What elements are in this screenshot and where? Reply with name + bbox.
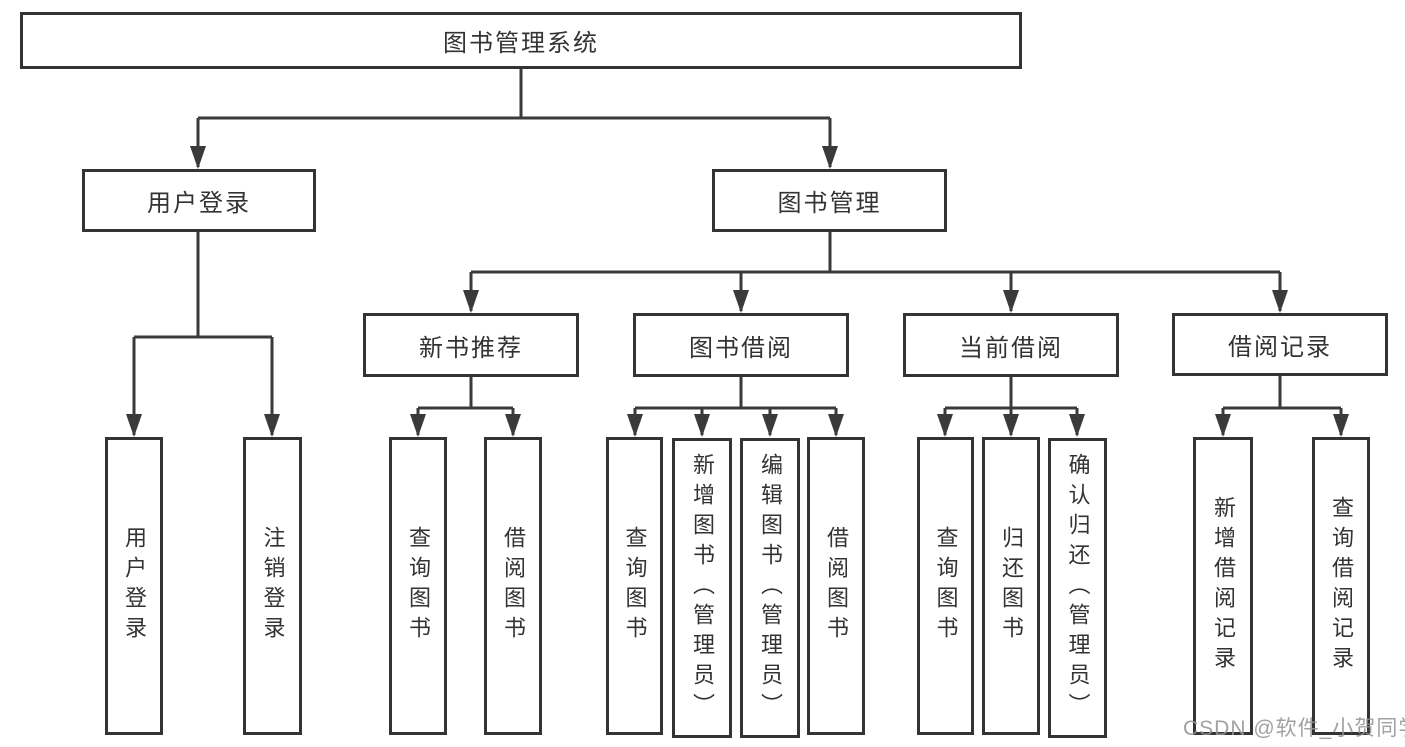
node-book-borrow: 图书借阅 — [633, 313, 849, 377]
leaf-borrow-edit-books-admin: 编辑图书（管理员） — [740, 438, 800, 738]
node-current-borrow: 当前借阅 — [903, 313, 1119, 377]
arrowheads — [126, 146, 1349, 437]
leaf-records-add-record: 新增借阅记录 — [1193, 437, 1253, 735]
leaf-logout: 注销登录 — [243, 437, 302, 735]
leaf-borrow-query-books: 查询图书 — [606, 437, 663, 735]
node-borrow-records: 借阅记录 — [1172, 313, 1388, 376]
node-book-management: 图书管理 — [712, 169, 947, 232]
leaf-borrow-borrow-books: 借阅图书 — [807, 437, 865, 735]
node-user-login: 用户登录 — [82, 169, 316, 232]
node-new-book-recommend: 新书推荐 — [363, 313, 579, 377]
csdn-watermark: CSDN @软件_小贺同学 — [1183, 717, 1405, 740]
leaf-current-query-books: 查询图书 — [917, 437, 974, 735]
tree-edges — [132, 68, 1343, 435]
leaf-current-return-books: 归还图书 — [982, 437, 1040, 735]
leaf-newrec-borrow-books: 借阅图书 — [484, 437, 542, 735]
leaf-current-confirm-return-admin: 确认归还（管理员） — [1048, 438, 1107, 738]
leaf-records-query-record: 查询借阅记录 — [1312, 437, 1370, 735]
leaf-user-login: 用户登录 — [105, 437, 163, 735]
leaf-borrow-add-books-admin: 新增图书（管理员） — [672, 438, 732, 738]
node-root: 图书管理系统 — [20, 12, 1022, 69]
leaf-newrec-query-books: 查询图书 — [389, 437, 447, 735]
